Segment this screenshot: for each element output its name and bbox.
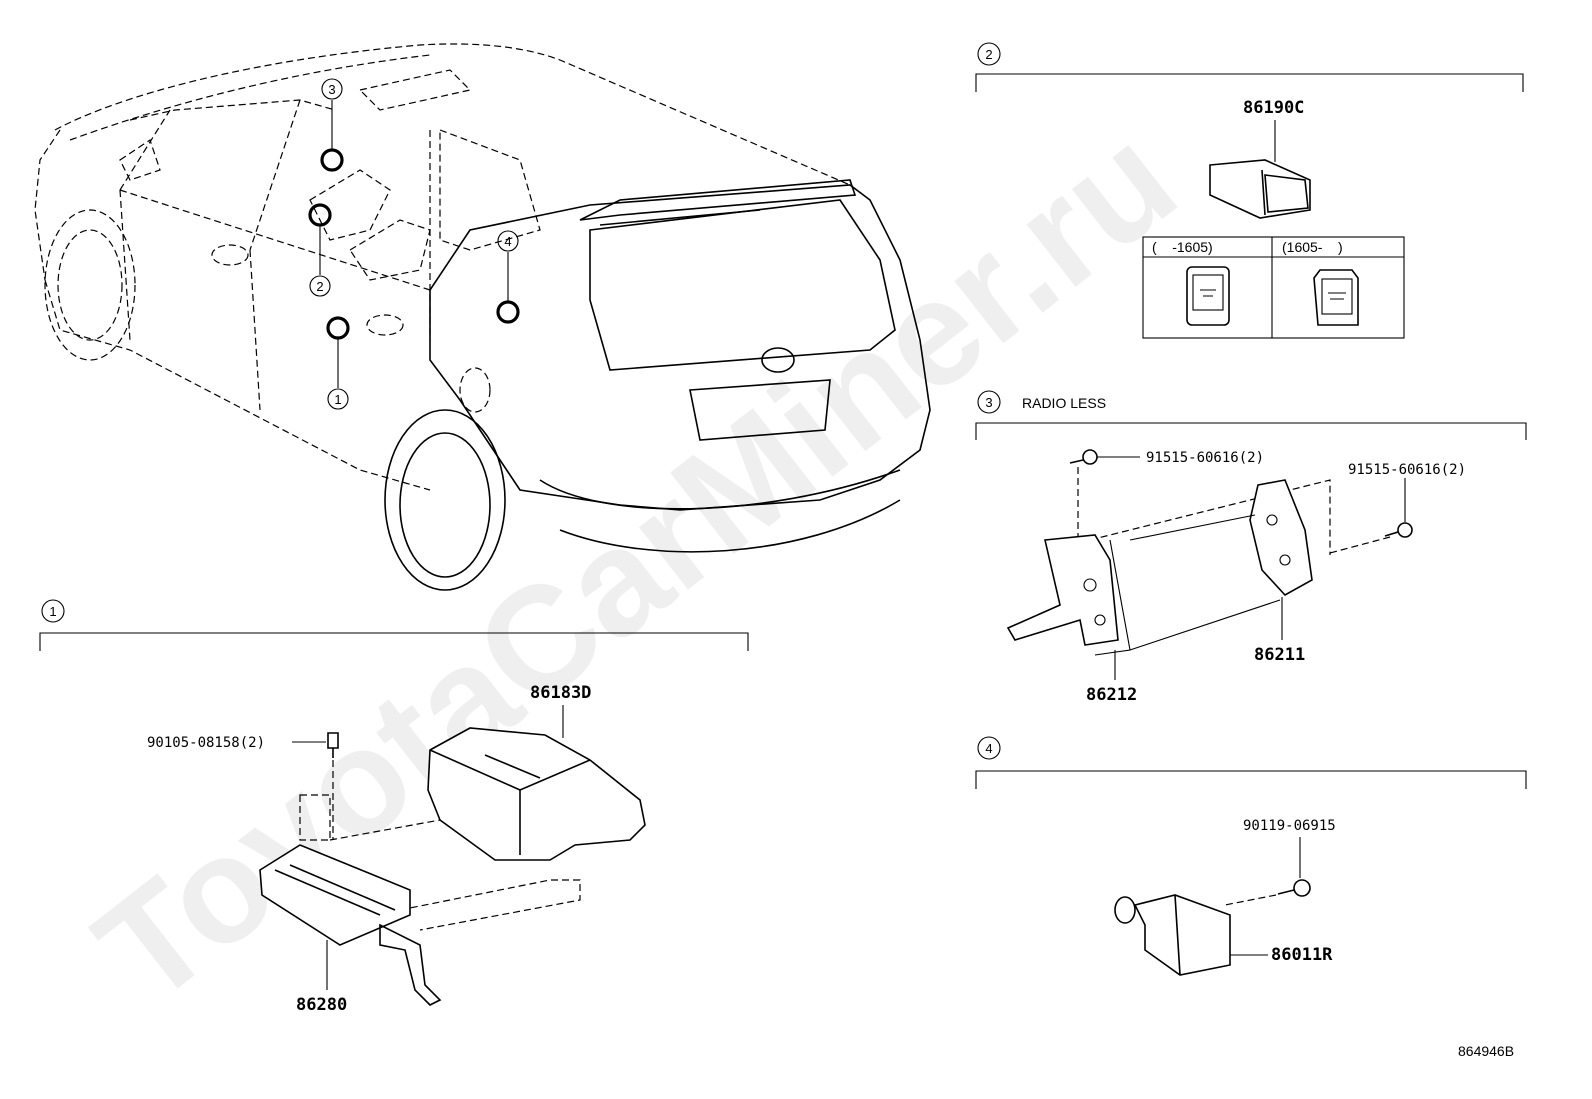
callout-bubble-2 xyxy=(309,275,331,297)
callout-bubble-1 xyxy=(327,388,349,410)
callout-number-2: 2 xyxy=(316,279,323,294)
amplifier-drawing xyxy=(259,844,442,1006)
section-2-badge xyxy=(977,42,1001,66)
variant-label-left: ( -1605) xyxy=(1152,239,1213,255)
car-overview-illustration: 3 2 1 4 xyxy=(34,43,931,591)
usb-port-icon-left xyxy=(1186,266,1230,326)
section-1: 1 86183D 90105-08158(2) 86280 xyxy=(39,599,749,1015)
section-1-number: 1 xyxy=(49,604,56,619)
part-label-90119-06915: 90119-06915 xyxy=(1243,818,1336,834)
location-ring-3 xyxy=(320,148,344,172)
usb-socket-drawing xyxy=(1209,159,1311,219)
diagram-id: 864946B xyxy=(1458,1043,1514,1059)
variant-label-right: (1605- ) xyxy=(1282,239,1343,255)
section-3-number: 3 xyxy=(985,395,992,410)
bracket-left-drawing xyxy=(1006,534,1119,646)
part-label-91515-60616-left: 91515-60616(2) xyxy=(1146,450,1264,466)
location-ring-2 xyxy=(308,203,332,227)
part-label-86011R: 86011R xyxy=(1271,945,1333,965)
section-4: 4 90119-06915 86011R xyxy=(975,736,1527,976)
section-4-number: 4 xyxy=(985,741,992,756)
module-86011R-drawing xyxy=(1114,894,1231,976)
bolt-90119-drawing xyxy=(1277,879,1311,897)
part-label-86190C: 86190C xyxy=(1243,98,1304,118)
part-label-86183D: 86183D xyxy=(530,683,591,703)
section-1-badge xyxy=(41,599,65,623)
section-2-number: 2 xyxy=(985,47,992,62)
section-3-bracket xyxy=(975,422,1527,440)
location-ring-1 xyxy=(326,316,350,340)
callout-bubble-4 xyxy=(497,230,519,252)
screw-left-drawing xyxy=(1069,449,1098,465)
part-label-91515-60616-right: 91515-60616(2) xyxy=(1348,462,1466,478)
part-label-86211: 86211 xyxy=(1254,645,1305,665)
section-3: 3 RADIO LESS 91515-60616(2) 91515-60616(… xyxy=(975,390,1527,705)
callout-bubble-3 xyxy=(321,78,343,100)
bracket-right-drawing xyxy=(1249,479,1313,597)
section-3-title: RADIO LESS xyxy=(1022,395,1106,411)
variant-table xyxy=(1142,236,1405,339)
part-label-86280: 86280 xyxy=(296,995,347,1015)
location-ring-4 xyxy=(496,300,520,324)
section-4-badge xyxy=(977,736,1001,760)
amp-cover-drawing xyxy=(427,727,646,861)
section-4-bracket xyxy=(975,770,1527,789)
screw-right-drawing xyxy=(1384,522,1413,538)
usb-port-icon-right xyxy=(1313,269,1359,326)
callout-number-4: 4 xyxy=(504,234,511,249)
part-label-90105-08158: 90105-08158(2) xyxy=(147,735,265,751)
part-label-86212: 86212 xyxy=(1086,685,1137,705)
bolt-90105-drawing xyxy=(327,732,339,758)
section-1-bracket xyxy=(39,632,749,651)
callout-number-1: 1 xyxy=(334,392,341,407)
section-2-bracket xyxy=(975,73,1524,92)
callout-number-3: 3 xyxy=(328,82,335,97)
section-3-badge xyxy=(977,390,1001,414)
section-2: 2 86190C ( -1605) (1605- ) xyxy=(975,42,1524,339)
watermark-text: ToyotaCarMiner.ru xyxy=(66,94,1205,1035)
